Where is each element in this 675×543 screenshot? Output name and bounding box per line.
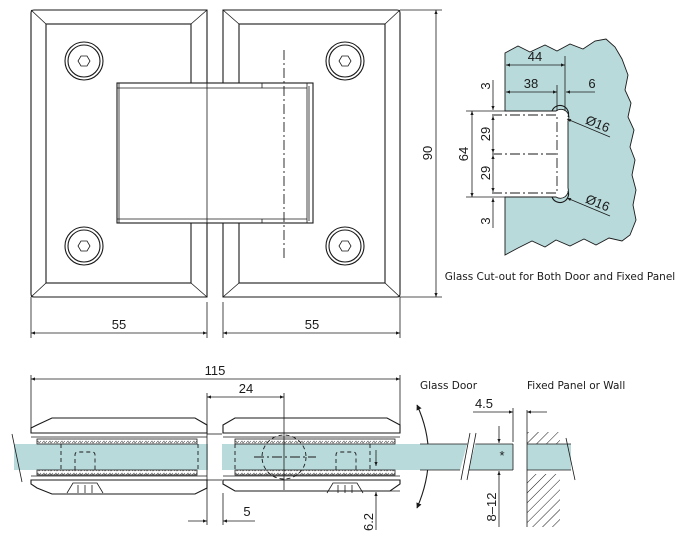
plate-dimension: 6.2 — [361, 490, 400, 531]
plate-label: 6.2 — [361, 513, 376, 531]
dim-29-top: 29 — [478, 127, 493, 141]
clearance-view: Glass Door Fixed Panel or Wall * 4.5 8–1… — [416, 380, 625, 527]
overall-dimension: 115 — [30, 363, 401, 428]
hinge-body — [116, 50, 314, 258]
overall-label: 115 — [205, 363, 226, 378]
left-clamp — [30, 417, 208, 495]
dim-29-bottom: 29 — [478, 166, 493, 180]
height-label: 90 — [420, 146, 435, 160]
right-width-dimension: 55 — [222, 297, 401, 338]
height-dimension: 90 — [400, 9, 442, 298]
cutout-caption: Glass Cut-out for Both Door and Fixed Pa… — [445, 271, 675, 283]
gap-dimension: 5 — [188, 493, 255, 525]
screw-icon — [64, 226, 104, 266]
pivot-label: 24 — [239, 381, 253, 396]
left-width-dimension: 55 — [30, 297, 208, 338]
glass-panel — [504, 38, 637, 256]
gap-4-5-label: 4.5 — [475, 396, 493, 411]
front-view: 90 55 55 — [30, 9, 442, 338]
glass-door-label: Glass Door — [420, 380, 478, 392]
cutout-view: 44 38 6 64 3 29 29 3 Ø16 Ø16 Glass Cut-o… — [445, 38, 675, 283]
dim-6: 6 — [588, 76, 595, 91]
dim-3-top: 3 — [478, 82, 493, 89]
screw-icon — [325, 41, 365, 81]
gap-label: 5 — [243, 504, 250, 519]
thickness-label: 8–12 — [484, 493, 499, 522]
screw-icon — [325, 226, 365, 266]
dim-44: 44 — [528, 49, 542, 64]
dim-38: 38 — [524, 76, 538, 91]
left-plate — [30, 9, 208, 298]
asterisk: * — [499, 448, 504, 463]
screw-icon — [64, 41, 104, 81]
dim-64: 64 — [456, 147, 471, 161]
section-view: 115 24 5 6.2 — [11, 363, 420, 531]
fixed-panel-label: Fixed Panel or Wall — [527, 380, 625, 392]
pivot-dimension: 24 — [206, 381, 285, 525]
left-width-label: 55 — [112, 317, 126, 332]
right-width-label: 55 — [305, 317, 319, 332]
dim-3-bottom: 3 — [478, 217, 493, 224]
